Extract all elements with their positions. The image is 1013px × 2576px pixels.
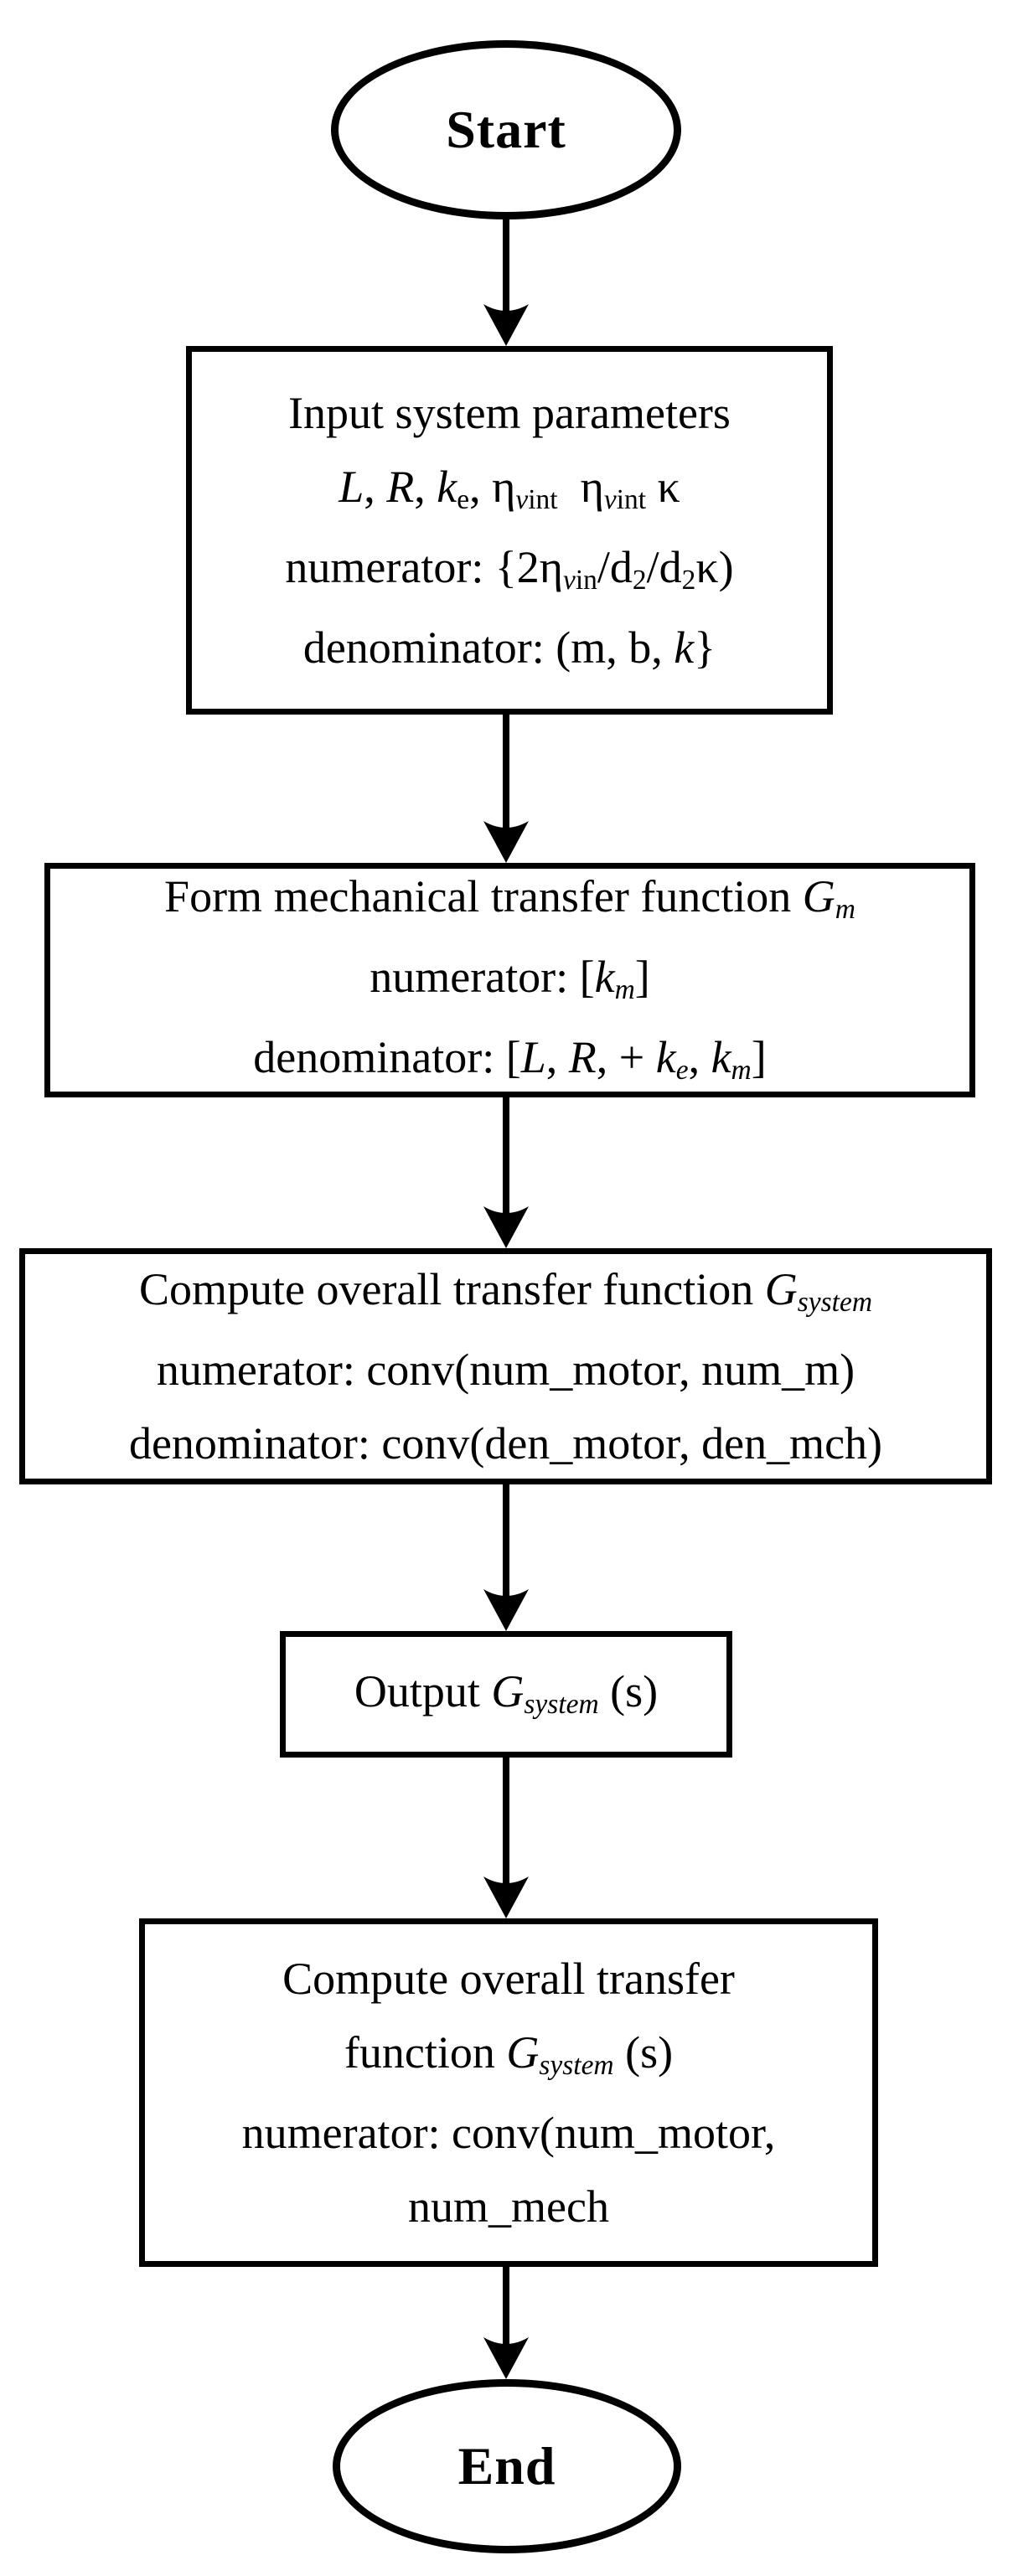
arrow-compute-overall-2-to-end bbox=[483, 2267, 529, 2379]
compute-overall-2-line-3: numerator: conv(num_motor, bbox=[241, 2108, 776, 2158]
compute-overall-line-1: Compute overall transfer function Gsyste… bbox=[138, 1264, 872, 1319]
arrow-input-params-to-form-mech bbox=[483, 715, 529, 863]
compute-overall-2-line-1: Compute overall transfer bbox=[282, 1954, 735, 2004]
compute-overall-line-2: numerator: conv(num_motor, num_m) bbox=[156, 1345, 855, 1395]
start-label: Start bbox=[446, 100, 566, 159]
arrow-output-to-compute-overall-2 bbox=[483, 1758, 529, 1918]
node-end: End bbox=[333, 2379, 681, 2553]
form-mech-line-1: Form mechanical transfer function Gm bbox=[164, 871, 855, 926]
output-tf-line-1: Output Gsystem (s) bbox=[354, 1665, 659, 1720]
input-params-line-4: denominator: (m, b, k} bbox=[302, 622, 716, 673]
form-mech-line-2: numerator: [km] bbox=[370, 952, 650, 1006]
input-params-line-1: Input system parameters bbox=[288, 388, 731, 438]
arrow-compute-overall-to-output bbox=[483, 1484, 529, 1631]
end-label: End bbox=[457, 2436, 556, 2496]
node-output-tf: Output Gsystem (s) bbox=[280, 1631, 732, 1758]
compute-overall-2-line-4: num_mech bbox=[408, 2181, 609, 2232]
form-mech-line-3: denominator: [L, R, + ke, km] bbox=[253, 1032, 767, 1087]
node-input-params: Input system parameters L, R, ke, ηvint … bbox=[186, 346, 833, 715]
node-start: Start bbox=[331, 40, 681, 219]
arrow-form-mech-to-compute-overall bbox=[483, 1097, 529, 1248]
node-compute-overall-tf: Compute overall transfer function Gsyste… bbox=[19, 1248, 992, 1484]
node-form-mechanical-tf: Form mechanical transfer function Gm num… bbox=[44, 863, 975, 1097]
node-compute-overall-tf-2: Compute overall transfer function Gsyste… bbox=[139, 1918, 878, 2267]
compute-overall-2-line-2: function Gsystem (s) bbox=[344, 2027, 674, 2082]
input-params-line-3: numerator: {2ηvin/d2/d2κ) bbox=[285, 542, 734, 596]
compute-overall-line-3: denominator: conv(den_motor, den_mch) bbox=[128, 1418, 883, 1469]
arrow-start-to-input-params bbox=[483, 219, 529, 346]
input-params-line-2: L, R, ke, ηvint ηvint κ bbox=[339, 462, 680, 516]
